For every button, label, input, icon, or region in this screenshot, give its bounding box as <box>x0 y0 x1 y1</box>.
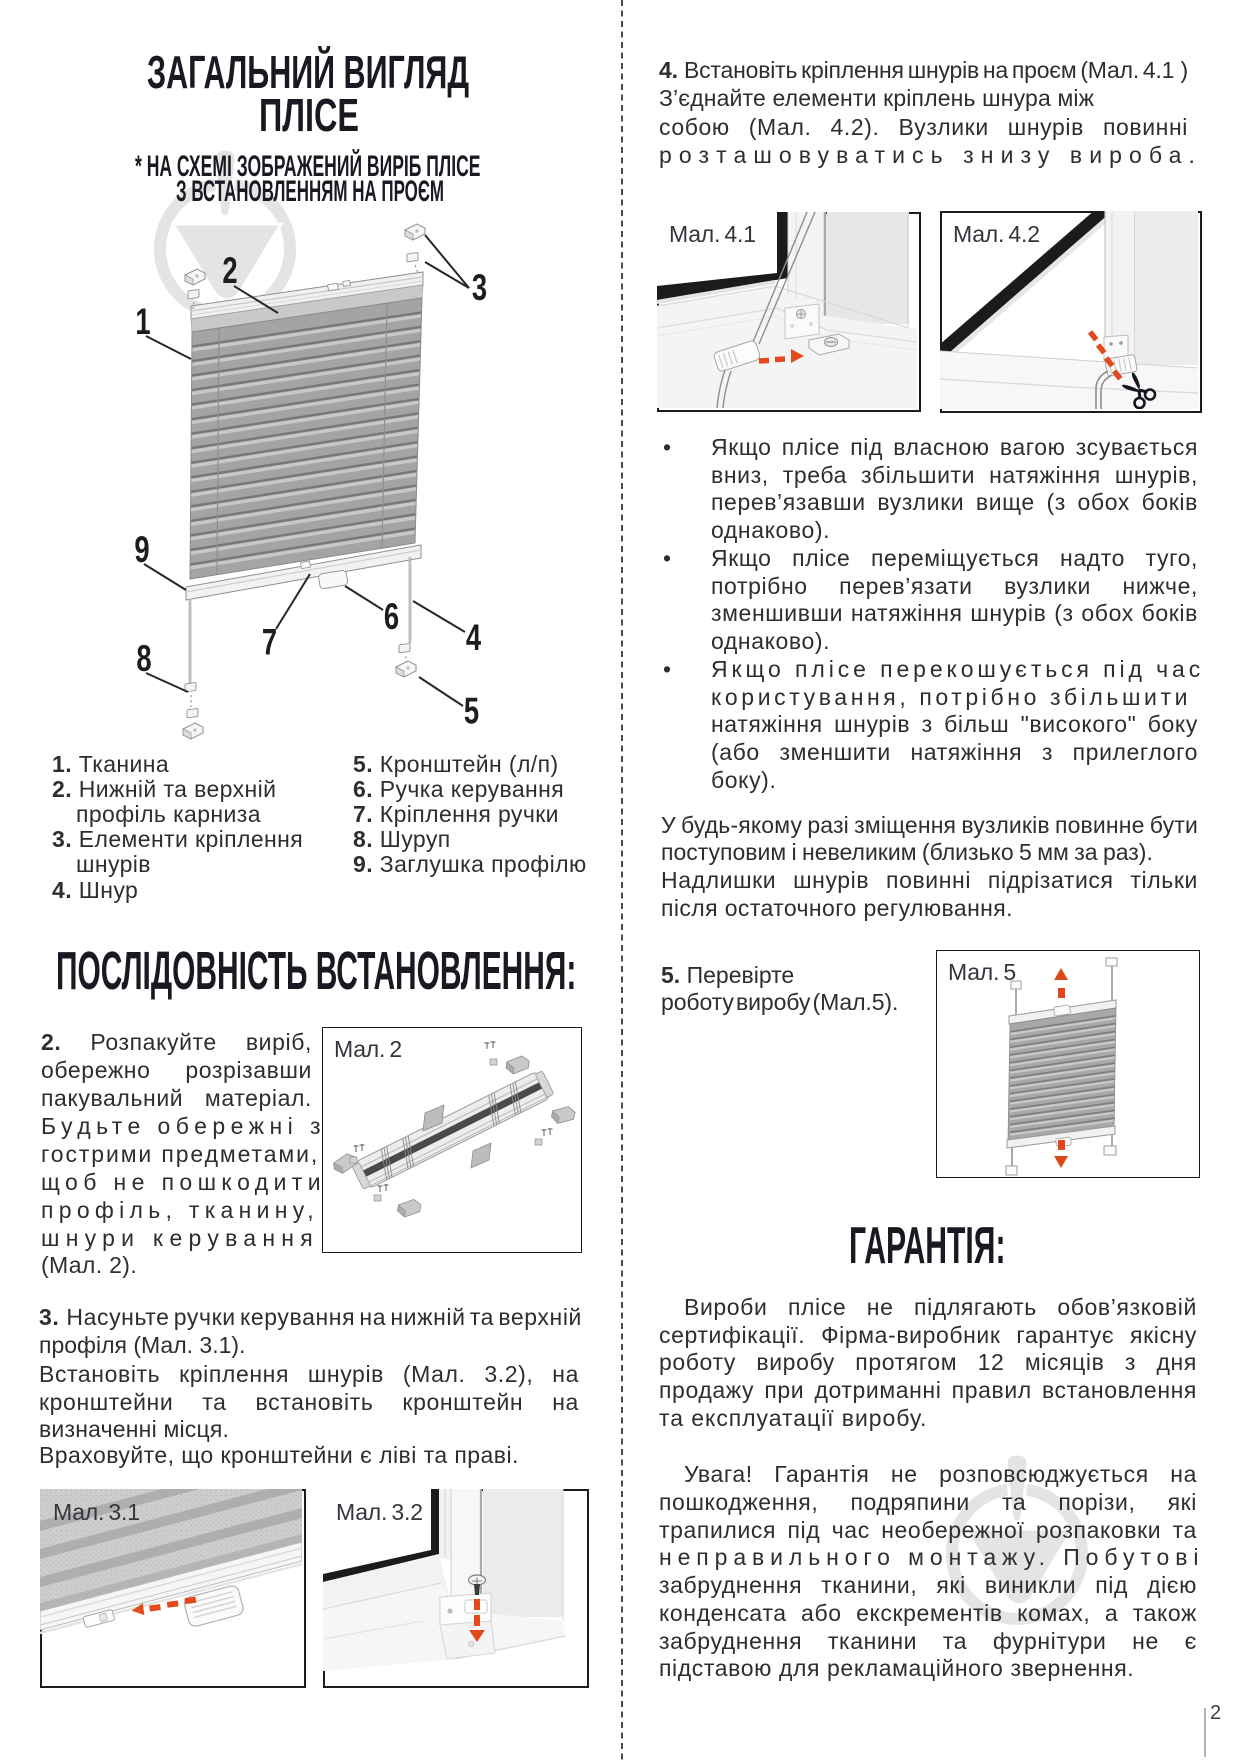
svg-text:5: 5 <box>464 691 479 732</box>
svg-text:2: 2 <box>222 250 237 291</box>
svg-text:3: 3 <box>472 267 487 308</box>
svg-text:7: 7 <box>262 622 277 663</box>
svg-text:4: 4 <box>466 617 481 658</box>
svg-text:8: 8 <box>136 638 151 679</box>
svg-text:1: 1 <box>135 301 150 342</box>
svg-text:9: 9 <box>134 529 149 570</box>
svg-text:6: 6 <box>384 596 399 637</box>
